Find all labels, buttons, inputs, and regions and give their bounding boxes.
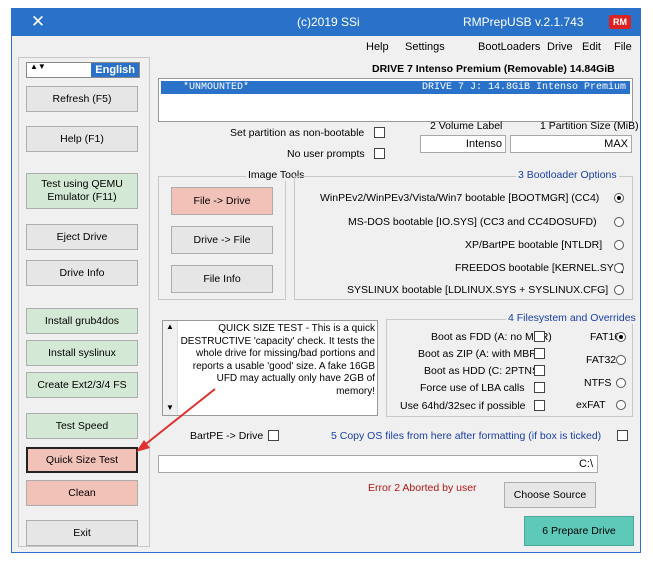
info-textbox[interactable]: ▲ ▼ QUICK SIZE TEST - This is a quick DE…: [162, 320, 378, 416]
menu-edit[interactable]: Edit: [582, 41, 601, 53]
bootloader-radio[interactable]: [614, 240, 624, 250]
bootloader-option-label: SYSLINUX bootable [LDLINUX.SYS + SYSLINU…: [347, 284, 609, 296]
annotation-arrow-icon: [136, 388, 216, 452]
copy-os-label: 5 Copy OS files from here after formatti…: [331, 430, 602, 442]
bootloader-radio[interactable]: [614, 193, 624, 203]
info-scrollbar[interactable]: ▲ ▼: [163, 321, 178, 415]
file-info-button[interactable]: File Info: [171, 265, 273, 293]
bartpe-label: BartPE -> Drive: [190, 430, 264, 442]
copy-os-checkbox[interactable]: [617, 430, 628, 441]
drive-list[interactable]: DRIVE 7 J: 14.8GiB Intenso Premium *UNMO…: [158, 78, 633, 122]
no-prompts-label: No user prompts: [287, 148, 365, 160]
override-label: Boot as FDD (A: no MBR): [431, 331, 552, 343]
override-checkbox[interactable]: [534, 365, 545, 376]
override-label: Boot as ZIP (A: with MBR): [418, 348, 541, 360]
drive-list-row[interactable]: DRIVE 7 J: 14.8GiB Intenso Premium: [161, 81, 630, 94]
spinner-icon[interactable]: ▲▼: [30, 62, 46, 71]
filesystem-option-label: NTFS: [584, 377, 612, 389]
image-tools-group: [158, 176, 286, 300]
drive-title: DRIVE 7 Intenso Premium (Removable) 14.8…: [372, 63, 615, 75]
bootloader-radio[interactable]: [614, 217, 624, 227]
status-text: Error 2 Aborted by user: [368, 482, 477, 494]
copyright-text: (c)2019 SSi: [297, 15, 360, 29]
scroll-down-icon[interactable]: ▼: [166, 403, 174, 412]
title-bar[interactable]: ✕ (c)2019 SSi RMPrepUSB v.2.1.743 RM: [11, 8, 641, 36]
language-value: English: [91, 63, 139, 77]
create-ext-button[interactable]: Create Ext2/3/4 FS: [26, 372, 138, 398]
volume-label-input[interactable]: Intenso: [420, 135, 506, 153]
nonbootable-label: Set partition as non-bootable: [230, 127, 365, 139]
info-text: QUICK SIZE TEST - This is a quick DESTRU…: [180, 323, 375, 397]
choose-source-button[interactable]: Choose Source: [504, 482, 596, 508]
nonbootable-checkbox[interactable]: [374, 127, 385, 138]
override-checkbox[interactable]: [534, 382, 545, 393]
override-label: Force use of LBA calls: [420, 382, 525, 394]
test-speed-button[interactable]: Test Speed: [26, 413, 138, 439]
prepare-drive-button[interactable]: 6 Prepare Drive: [524, 516, 634, 546]
filesystem-option-label: FAT16: [590, 331, 621, 343]
bootloader-option-label: WinPEv2/WinPEv3/Vista/Win7 bootable [BOO…: [320, 192, 600, 204]
partition-size-input[interactable]: MAX: [510, 135, 632, 153]
unmounted-label: *UNMOUNTED*: [183, 82, 250, 93]
menu-file[interactable]: File: [614, 41, 632, 53]
bootloader-option-label: MS-DOS bootable [IO.SYS] (CC3 and CC4DOS…: [348, 216, 597, 228]
file-to-drive-button[interactable]: File -> Drive: [171, 187, 273, 215]
drive-to-file-button[interactable]: Drive -> File: [171, 226, 273, 254]
bootloader-radio[interactable]: [614, 285, 624, 295]
window-title: RMPrepUSB v.2.1.743: [463, 15, 584, 29]
bootloader-option-label: FREEDOS bootable [KERNEL.SYS]: [455, 262, 624, 274]
override-label: Boot as HDD (C: 2PTNS): [424, 365, 543, 377]
menu-settings[interactable]: Settings: [405, 41, 445, 53]
bootloader-title: 3 Bootloader Options: [516, 169, 619, 181]
filesystem-radio[interactable]: [616, 378, 626, 388]
override-checkbox[interactable]: [534, 400, 545, 411]
menu-drive[interactable]: Drive: [547, 41, 573, 53]
filesystem-option-label: exFAT: [576, 399, 606, 411]
bartpe-checkbox[interactable]: [268, 430, 279, 441]
install-syslinux-button[interactable]: Install syslinux: [26, 340, 138, 366]
filesystem-title: 4 Filesystem and Overrides: [506, 312, 638, 324]
app-icon: RM: [609, 15, 631, 29]
bootloader-option-label: XP/BartPE bootable [NTLDR]: [465, 239, 603, 251]
refresh-button[interactable]: Refresh (F5): [26, 86, 138, 112]
filesystem-option-label: FAT32: [586, 354, 617, 366]
clean-button[interactable]: Clean: [26, 480, 138, 506]
partition-size-label: 1 Partition Size (MiB): [540, 120, 639, 132]
override-checkbox[interactable]: [534, 348, 545, 359]
override-label: Use 64hd/32sec if possible: [400, 400, 526, 412]
image-tools-title: Image Tools: [246, 169, 307, 181]
menu-bootloaders[interactable]: BootLoaders: [478, 41, 541, 53]
install-grub4dos-button[interactable]: Install grub4dos: [26, 308, 138, 334]
quick-size-test-button[interactable]: Quick Size Test: [26, 447, 138, 473]
no-prompts-checkbox[interactable]: [374, 148, 385, 159]
exit-button[interactable]: Exit: [26, 520, 138, 546]
test-qemu-button[interactable]: Test using QEMU Emulator (F11): [26, 173, 138, 209]
eject-drive-button[interactable]: Eject Drive: [26, 224, 138, 250]
override-checkbox[interactable]: [534, 331, 545, 342]
volume-label-label: 2 Volume Label: [430, 120, 503, 132]
close-icon[interactable]: ✕: [30, 12, 46, 31]
drive-info-button[interactable]: Drive Info: [26, 260, 138, 286]
language-select[interactable]: ▲▼ English: [26, 62, 140, 78]
sidebar: [18, 57, 150, 547]
bootloader-group: [294, 176, 633, 300]
menu-help[interactable]: Help: [366, 41, 389, 53]
help-button[interactable]: Help (F1): [26, 126, 138, 152]
scroll-up-icon[interactable]: ▲: [166, 322, 174, 331]
filesystem-radio[interactable]: [616, 355, 626, 365]
source-path-input[interactable]: C:\: [158, 455, 598, 473]
bootloader-radio[interactable]: [614, 263, 624, 273]
filesystem-radio[interactable]: [616, 332, 626, 342]
filesystem-radio[interactable]: [616, 400, 626, 410]
